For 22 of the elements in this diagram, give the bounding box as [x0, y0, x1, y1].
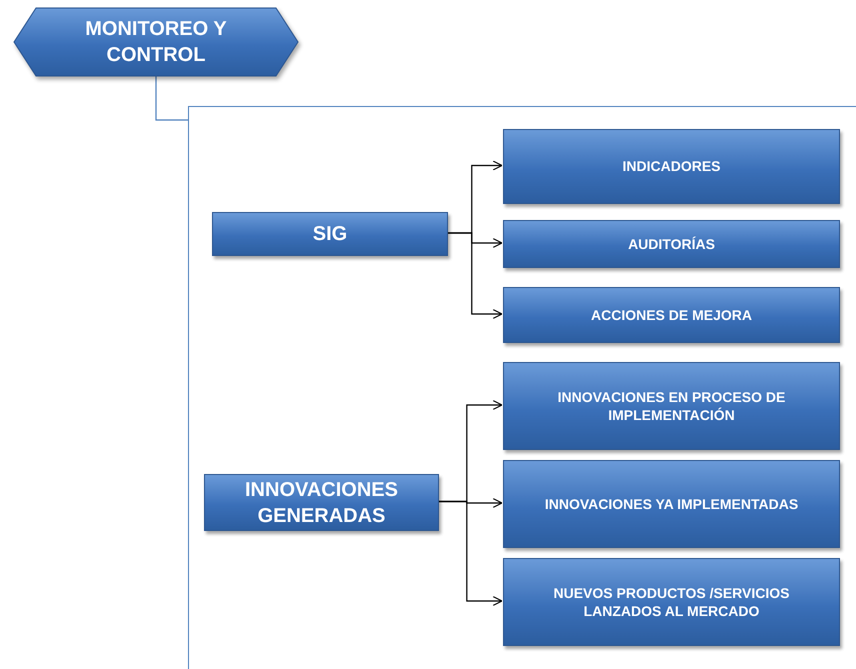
process-box	[503, 460, 840, 548]
box-label: INNOVACIONES GENERADAS	[244, 478, 399, 528]
process-box	[204, 474, 439, 531]
arrow	[438, 500, 503, 606]
group-panel	[188, 106, 856, 669]
box-label: INNOVACIONES EN PROCESO DE IMPLEMENTACIÓN	[556, 388, 786, 424]
box-label: ACCIONES DE MEJORA	[590, 306, 754, 324]
process-box	[503, 362, 840, 450]
process-box	[503, 287, 840, 343]
box-label: INDICADORES	[621, 157, 722, 176]
box-label: MONITOREO Y CONTROL	[84, 17, 228, 68]
arrow	[447, 232, 503, 320]
process-box	[503, 220, 840, 268]
connector-line	[155, 76, 188, 121]
box-label: AUDITORÍAS	[627, 234, 716, 254]
process-box	[503, 129, 840, 204]
box-label: INNOVACIONES YA IMPLEMENTADAS	[544, 494, 800, 514]
box-label: SIG	[312, 222, 348, 247]
hexagon-node	[14, 8, 298, 76]
process-box	[503, 558, 840, 646]
box-label: NUEVOS PRODUCTOS /SERVICIOS LANZADOS AL MERCADO	[552, 584, 790, 620]
process-box	[212, 212, 448, 256]
